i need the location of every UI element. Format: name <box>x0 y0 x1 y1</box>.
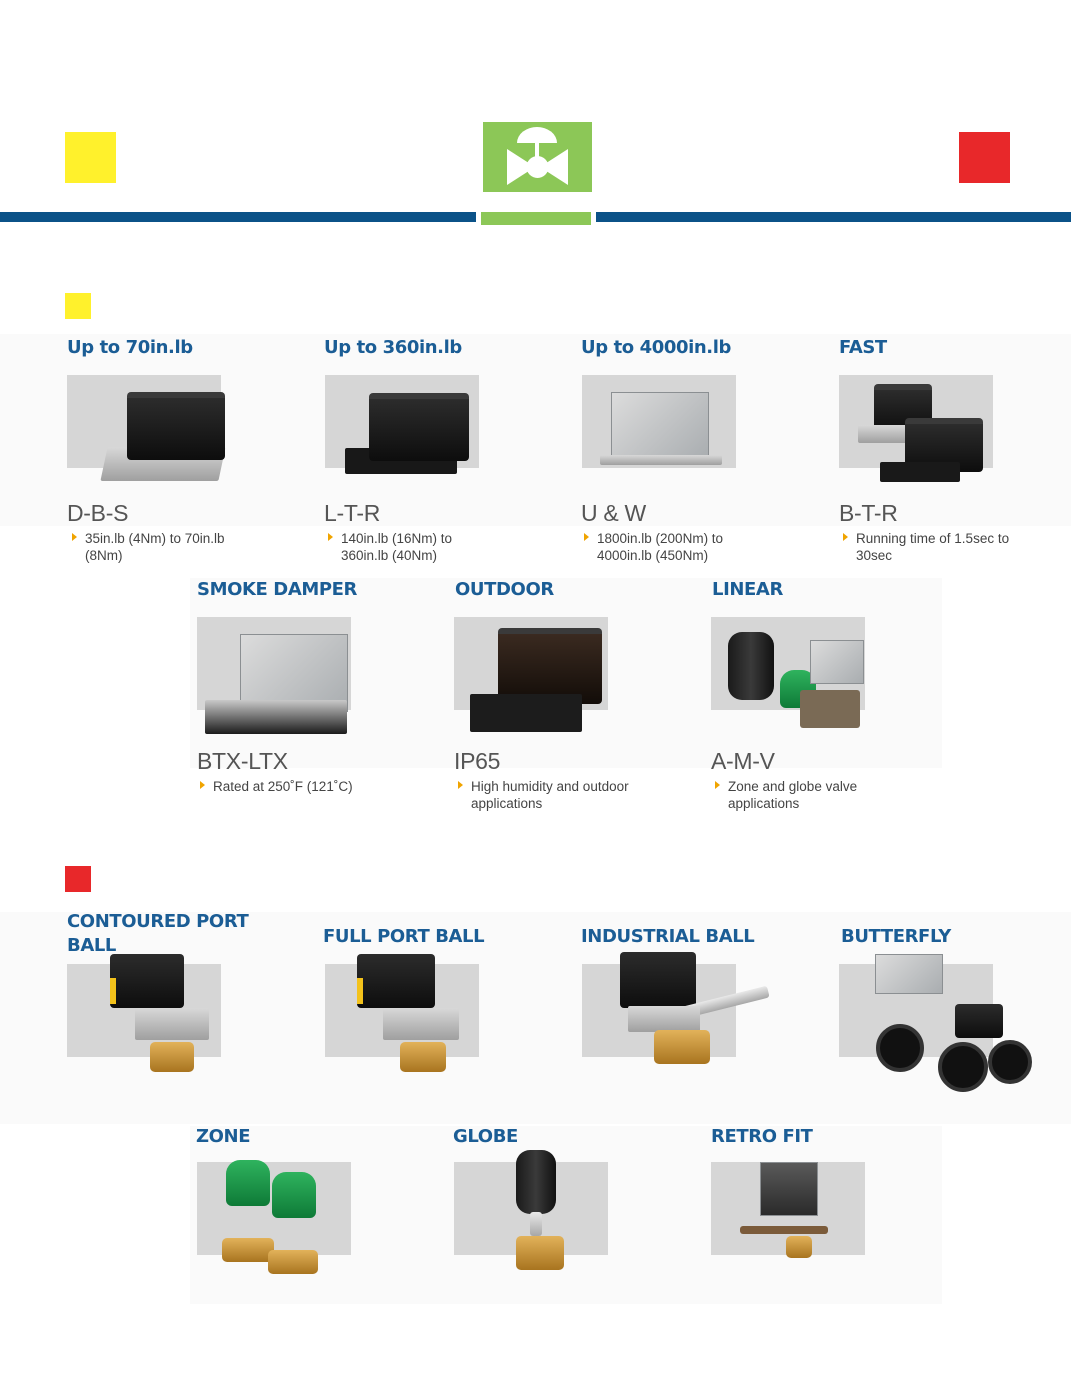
actuator-body <box>874 384 932 432</box>
header-rule-center <box>481 212 591 225</box>
linear-actuator-housing <box>810 640 864 684</box>
product-heading: ZONE <box>196 1126 251 1147</box>
product-heading: GLOBE <box>453 1126 518 1147</box>
retrofit-linkage <box>740 1226 828 1234</box>
globe-valve-body <box>516 1236 564 1270</box>
actuator-body <box>127 392 225 460</box>
product-heading: FAST <box>839 337 887 358</box>
header-rule-left <box>0 212 476 222</box>
logo-badge <box>483 122 592 192</box>
product-heading: CONTOURED PORT BALL <box>67 911 249 956</box>
butterfly-valve-flange <box>938 1042 988 1092</box>
product-heading: LINEAR <box>712 579 783 600</box>
product-heading: BUTTERFLY <box>841 926 951 947</box>
actuator-enclosure <box>240 634 348 712</box>
actuator-mount <box>383 1008 459 1040</box>
actuator-body <box>369 393 469 461</box>
product-spec: 1800in.lb (200Nm) to 4000in.lb (450Nm) <box>581 530 767 564</box>
product-heading: INDUSTRIAL BALL <box>581 926 755 947</box>
product-heading: FULL PORT BALL <box>323 926 485 947</box>
valve-actuator-body <box>620 952 696 1008</box>
retrofit-actuator-housing <box>760 1162 818 1216</box>
linear-bracket <box>800 690 860 728</box>
actuator-label <box>110 978 116 1004</box>
actuator-base <box>470 694 582 732</box>
product-spec: High humidity and outdoor applications <box>455 778 671 812</box>
product-spec: 35in.lb (4Nm) to 70in.lb (8Nm) <box>69 530 230 564</box>
butterfly-actuator-enclosure <box>875 954 943 994</box>
zone-valve-actuator <box>226 1160 270 1206</box>
ball-valve-body <box>150 1042 194 1072</box>
ball-valve-body <box>400 1042 446 1072</box>
product-model: BTX-LTX <box>197 748 288 774</box>
product-heading: Up to 4000in.lb <box>581 337 731 358</box>
product-model: B-T-R <box>839 500 898 526</box>
valve-icon <box>507 127 568 185</box>
product-model: A-M-V <box>711 748 775 774</box>
product-model: IP65 <box>454 748 501 774</box>
actuator-base <box>205 700 347 734</box>
actuator-base <box>858 425 920 443</box>
actuator-base <box>600 455 722 465</box>
product-heading: Up to 360in.lb <box>324 337 462 358</box>
valve-actuator-body <box>357 954 435 1008</box>
valve-actuator-body <box>110 954 184 1008</box>
actuator-body <box>498 628 602 704</box>
globe-valve-stem <box>530 1212 542 1236</box>
actuator-mount <box>135 1008 209 1040</box>
actuator-label <box>357 978 363 1004</box>
product-heading: Up to 70in.lb <box>67 337 193 358</box>
product-heading: SMOKE DAMPER <box>197 579 358 600</box>
zone-valve-actuator <box>272 1172 316 1218</box>
product-spec: Zone and globe valve applications <box>712 778 903 812</box>
product-spec: 140in.lb (16Nm) to 360in.lb (40Nm) <box>325 530 501 564</box>
product-heading: RETRO FIT <box>711 1126 813 1147</box>
butterfly-valve-flange <box>876 1024 924 1072</box>
product-model: D-B-S <box>67 500 129 526</box>
zone-valve-body <box>222 1238 274 1262</box>
globe-valve-actuator <box>516 1150 556 1214</box>
product-model: L-T-R <box>324 500 381 526</box>
product-heading: OUTDOOR <box>455 579 554 600</box>
actuators-section-marker <box>65 293 91 319</box>
valves-section-marker <box>65 866 91 892</box>
retrofit-valve-body <box>786 1236 812 1258</box>
product-spec: Running time of 1.5sec to 30sec <box>840 530 1031 564</box>
actuator-enclosure <box>611 392 709 460</box>
linear-actuator-body <box>728 632 774 700</box>
butterfly-actuator-body <box>955 1004 1003 1038</box>
actuator-base <box>880 462 960 482</box>
ball-valve-body <box>654 1030 710 1064</box>
product-model: U & W <box>581 500 646 526</box>
yellow-square-marker <box>65 132 116 183</box>
butterfly-valve-flange <box>988 1040 1032 1084</box>
actuator-mount <box>628 1006 700 1032</box>
header-rule-right <box>596 212 1071 222</box>
product-spec: Rated at 250˚F (121˚C) <box>197 778 393 795</box>
zone-valve-body <box>268 1250 318 1274</box>
red-square-marker <box>959 132 1010 183</box>
